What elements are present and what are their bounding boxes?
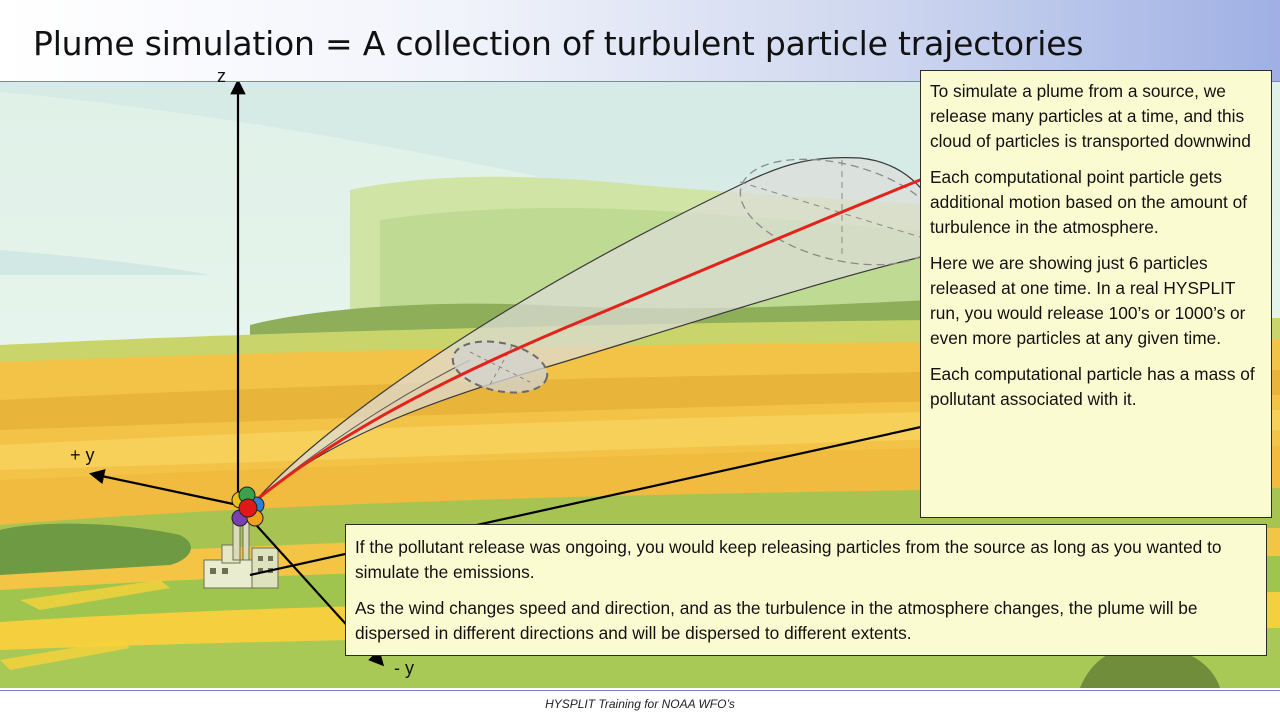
particle-6	[238, 498, 258, 518]
footer-divider	[0, 690, 1280, 691]
ongoing-release-callout: If the pollutant release was ongoing, yo…	[345, 524, 1267, 656]
slide-title: Plume simulation = A collection of turbu…	[33, 24, 1084, 63]
minus-y-axis-label: - y	[394, 658, 414, 678]
callout-paragraph: Here we are showing just 6 particles rel…	[930, 253, 1246, 348]
plus-y-axis	[88, 469, 239, 507]
title-bar: Plume simulation = A collection of turbu…	[0, 0, 1280, 82]
plume-explanation-callout: To simulate a plume from a source, we re…	[920, 70, 1272, 518]
callout-paragraph: Each computational particle has a mass o…	[930, 364, 1255, 409]
callout-paragraph: As the wind changes speed and direction,…	[355, 598, 1198, 643]
plume-centerline	[249, 174, 931, 507]
callout-paragraph: To simulate a plume from a source, we re…	[930, 81, 1251, 151]
callout-paragraph: Each computational point particle gets a…	[930, 167, 1248, 237]
particle-cluster	[231, 486, 265, 527]
plus-y-axis-label: + y	[70, 445, 95, 465]
z-axis-label: z	[217, 66, 226, 86]
callout-paragraph: If the pollutant release was ongoing, yo…	[355, 537, 1222, 582]
footer-text: HYSPLIT Training for NOAA WFO’s	[545, 697, 735, 711]
factory-icon	[203, 514, 279, 589]
